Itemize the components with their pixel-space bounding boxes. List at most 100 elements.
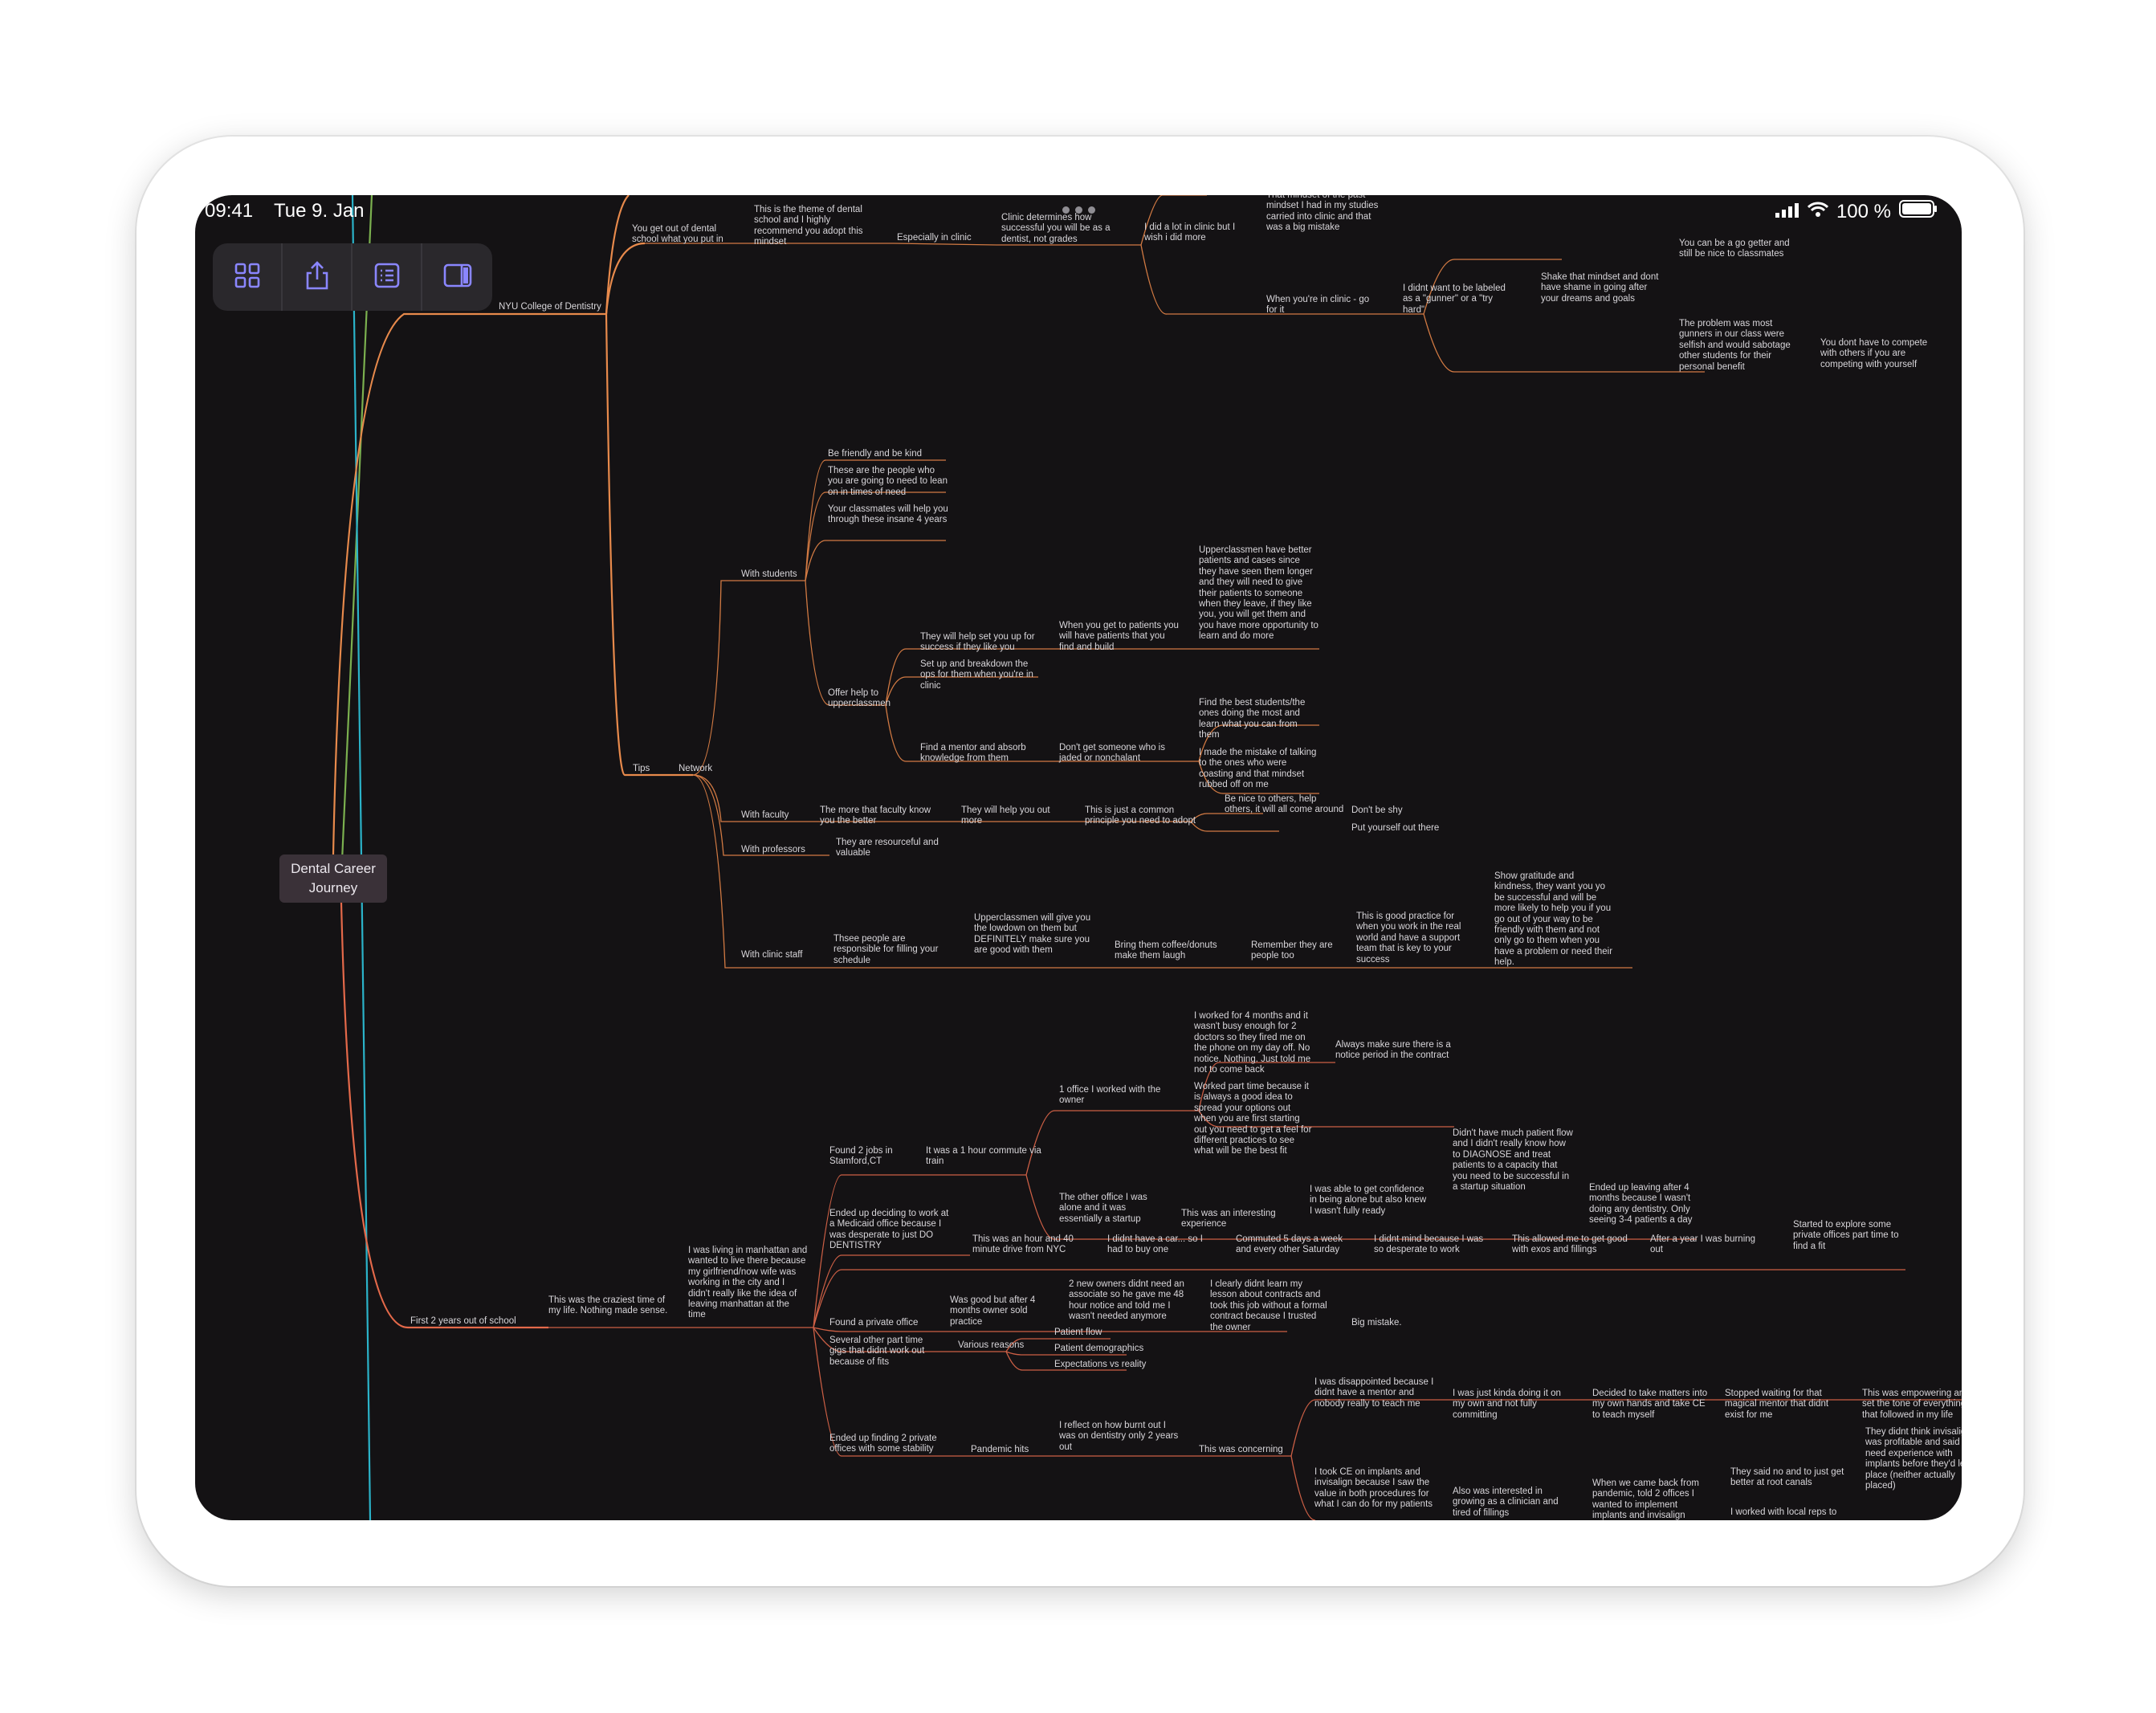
node-offer-help[interactable]: Offer help to upperclassmen xyxy=(828,688,891,709)
node-explore[interactable]: Started to explore some private offices … xyxy=(1793,1220,1899,1251)
node-network[interactable]: Network xyxy=(679,764,713,773)
node-get-out[interactable]: You get out of dental school what you pu… xyxy=(632,224,723,245)
node-gratitude[interactable]: Show gratitude and kindness, they want y… xyxy=(1494,871,1613,968)
node-coffee[interactable]: Bring them coffee/donuts make them laugh xyxy=(1115,940,1217,961)
outline-button[interactable] xyxy=(353,243,422,311)
node-lowdown[interactable]: Upperclassmen will give you the lowdown … xyxy=(974,913,1091,956)
node-stopped[interactable]: Stopped waiting for that magical mentor … xyxy=(1725,1389,1829,1420)
status-bar: 09:41 Tue 9. Jan 100 % xyxy=(195,195,1962,229)
node-didnt-mind[interactable]: I didnt mind because I was so desperate … xyxy=(1374,1234,1484,1255)
node-resourceful[interactable]: They are resourceful and valuable xyxy=(836,838,939,859)
node-office-owner[interactable]: 1 office I worked with the owner xyxy=(1059,1085,1161,1106)
node-worked-4[interactable]: I worked for 4 months and it wasn't busy… xyxy=(1194,1011,1311,1075)
node-mindset-top[interactable]: That mindset of the past mindset I had i… xyxy=(1266,195,1379,233)
node-nyu[interactable]: NYU College of Dentistry xyxy=(499,302,601,312)
node-hour-40[interactable]: This was an hour and 40 minute drive fro… xyxy=(972,1234,1074,1255)
grid-button[interactable] xyxy=(213,243,283,311)
node-theme[interactable]: This is the theme of dental school and I… xyxy=(754,205,863,247)
node-part-time[interactable]: Worked part time because it is always a … xyxy=(1194,1082,1312,1156)
node-lesson[interactable]: I clearly didnt learn my lesson about co… xyxy=(1210,1279,1327,1332)
node-those-people[interactable]: Thsee people are responsible for filling… xyxy=(833,934,939,965)
node-breakdown[interactable]: Set up and breakdown the ops for them wh… xyxy=(920,659,1033,691)
node-especially[interactable]: Especially in clinic xyxy=(897,233,972,243)
node-allowed[interactable]: This allowed me to get good with exos an… xyxy=(1512,1234,1628,1255)
node-put-out[interactable]: Put yourself out there xyxy=(1351,823,1440,833)
node-go-for-it[interactable]: When you're in clinic - go for it xyxy=(1266,295,1370,316)
node-problem[interactable]: The problem was most gunners in our clas… xyxy=(1679,319,1791,372)
node-with-students[interactable]: With students xyxy=(741,569,797,579)
node-upperclassmen[interactable]: Upperclassmen have better patients and c… xyxy=(1199,545,1318,642)
node-other-office[interactable]: The other office I was alone and it was … xyxy=(1059,1193,1147,1224)
node-common[interactable]: This is just a common principle you need… xyxy=(1085,806,1196,826)
node-new-owners[interactable]: 2 new owners didnt need an associate so … xyxy=(1069,1279,1184,1322)
multitasking-dots[interactable] xyxy=(1062,206,1095,214)
node-go-getter[interactable]: You can be a go getter and still be nice… xyxy=(1679,239,1790,259)
node-craziest[interactable]: This was the craziest time of my life. N… xyxy=(548,1295,668,1316)
node-empowering[interactable]: This was empowering and set the tone of … xyxy=(1862,1389,1962,1420)
node-friendly[interactable]: Be friendly and be kind xyxy=(828,449,922,459)
node-with-professors[interactable]: With professors xyxy=(741,845,805,854)
node-more-faculty[interactable]: The more that faculty know you the bette… xyxy=(820,806,931,826)
node-stability[interactable]: Ended up finding 2 private offices with … xyxy=(829,1434,937,1454)
node-kinda[interactable]: I was just kinda doing it on my own and … xyxy=(1453,1389,1561,1420)
node-able-to[interactable]: I was able to get confidence in being al… xyxy=(1310,1185,1427,1216)
status-indicators: 100 % xyxy=(1775,200,1938,223)
node-interesting[interactable]: This was an interesting experience xyxy=(1181,1209,1276,1230)
node-patient-flow[interactable]: Patient flow xyxy=(1054,1328,1102,1337)
node-disappointed[interactable]: I was disappointed because I didnt have … xyxy=(1314,1377,1434,1409)
node-didnt-have[interactable]: Didn't have much patient flow and I didn… xyxy=(1453,1128,1573,1193)
node-with-clinic-staff[interactable]: With clinic staff xyxy=(741,950,803,960)
node-medicaid[interactable]: Ended up deciding to work at a Medicaid … xyxy=(829,1209,949,1251)
node-nice-others[interactable]: Be nice to others, help others, it will … xyxy=(1225,794,1344,815)
node-several[interactable]: Several other part time gigs that didnt … xyxy=(829,1336,925,1367)
node-mentor[interactable]: Find a mentor and absorb knowledge from … xyxy=(920,743,1026,764)
node-good-but[interactable]: Was good but after 4 months owner sold p… xyxy=(950,1295,1036,1327)
node-burnt[interactable]: I reflect on how burnt out I was on dent… xyxy=(1059,1421,1179,1452)
node-expectations[interactable]: Expectations vs reality xyxy=(1054,1360,1147,1369)
node-clinic-determines[interactable]: Clinic determines how successful you wil… xyxy=(1001,213,1111,244)
node-classmates[interactable]: Your classmates will help you through th… xyxy=(828,504,948,525)
node-leaving[interactable]: Ended up leaving after 4 months because … xyxy=(1589,1183,1693,1226)
node-set-up[interactable]: They will help set you up for success if… xyxy=(920,632,1035,653)
node-found-2[interactable]: Found 2 jobs in Stamford,CT xyxy=(829,1146,893,1167)
node-car[interactable]: I didnt have a car... so I had to buy on… xyxy=(1107,1234,1203,1255)
node-mistake[interactable]: I made the mistake of talking to the one… xyxy=(1199,748,1317,790)
node-big-mistake[interactable]: Big mistake. xyxy=(1351,1318,1402,1328)
node-with-faculty[interactable]: With faculty xyxy=(741,810,789,820)
node-private[interactable]: Found a private office xyxy=(829,1318,919,1328)
node-best-students[interactable]: Find the best students/the ones doing th… xyxy=(1199,698,1306,740)
node-dont-shy[interactable]: Don't be shy xyxy=(1351,806,1403,815)
node-tips[interactable]: Tips xyxy=(633,764,650,773)
node-various[interactable]: Various reasons xyxy=(958,1340,1025,1350)
node-commuted[interactable]: Commuted 5 days a week and every other S… xyxy=(1236,1234,1343,1255)
node-came-back[interactable]: When we came back from pandemic, told 2 … xyxy=(1592,1478,1699,1520)
share-icon xyxy=(304,260,331,295)
node-shake[interactable]: Shake that mindset and dont have shame i… xyxy=(1541,272,1659,304)
node-concerning[interactable]: This was concerning xyxy=(1199,1445,1283,1454)
node-interested[interactable]: Also was interested in growing as a clin… xyxy=(1453,1487,1559,1518)
node-didnt-want[interactable]: I didnt want to be labeled as a "gunner"… xyxy=(1403,283,1506,315)
node-didnt-think[interactable]: They didnt think invisalign was profitab… xyxy=(1865,1427,1962,1491)
node-living[interactable]: I was living in manhattan and wanted to … xyxy=(688,1246,808,1320)
node-first-2[interactable]: First 2 years out of school xyxy=(410,1316,516,1326)
node-after-year[interactable]: After a year I was burning out xyxy=(1650,1234,1756,1255)
root-node[interactable]: Dental Career Journey xyxy=(279,854,387,903)
node-remember[interactable]: Remember they are people too xyxy=(1251,940,1333,961)
node-good-practice[interactable]: This is good practice for when you work … xyxy=(1356,912,1461,965)
node-did-lot[interactable]: I did a lot in clinic but I wish i did m… xyxy=(1144,222,1236,243)
node-took-ce[interactable]: I took CE on implants and invisalign bec… xyxy=(1314,1467,1433,1510)
node-notice[interactable]: Always make sure there is a notice perio… xyxy=(1335,1040,1451,1061)
node-compete[interactable]: You dont have to compete with others if … xyxy=(1820,338,1928,369)
node-jaded[interactable]: Don't get someone who is jaded or noncha… xyxy=(1059,743,1165,764)
node-commute[interactable]: It was a 1 hour commute via train xyxy=(926,1146,1041,1167)
node-matters[interactable]: Decided to take matters into my own hand… xyxy=(1592,1389,1708,1420)
node-local-reps[interactable]: I worked with local reps to xyxy=(1730,1507,1837,1517)
node-help-out[interactable]: They will help you out more xyxy=(961,806,1050,826)
node-said-no[interactable]: They said no and to just get better at r… xyxy=(1730,1467,1844,1488)
node-pandemic[interactable]: Pandemic hits xyxy=(971,1445,1029,1454)
share-button[interactable] xyxy=(283,243,353,311)
sidebar-button[interactable] xyxy=(422,243,492,311)
node-patients[interactable]: When you get to patients you will have p… xyxy=(1059,621,1179,652)
node-demographics[interactable]: Patient demographics xyxy=(1054,1344,1144,1353)
node-lean-on[interactable]: These are the people who you are going t… xyxy=(828,466,948,497)
